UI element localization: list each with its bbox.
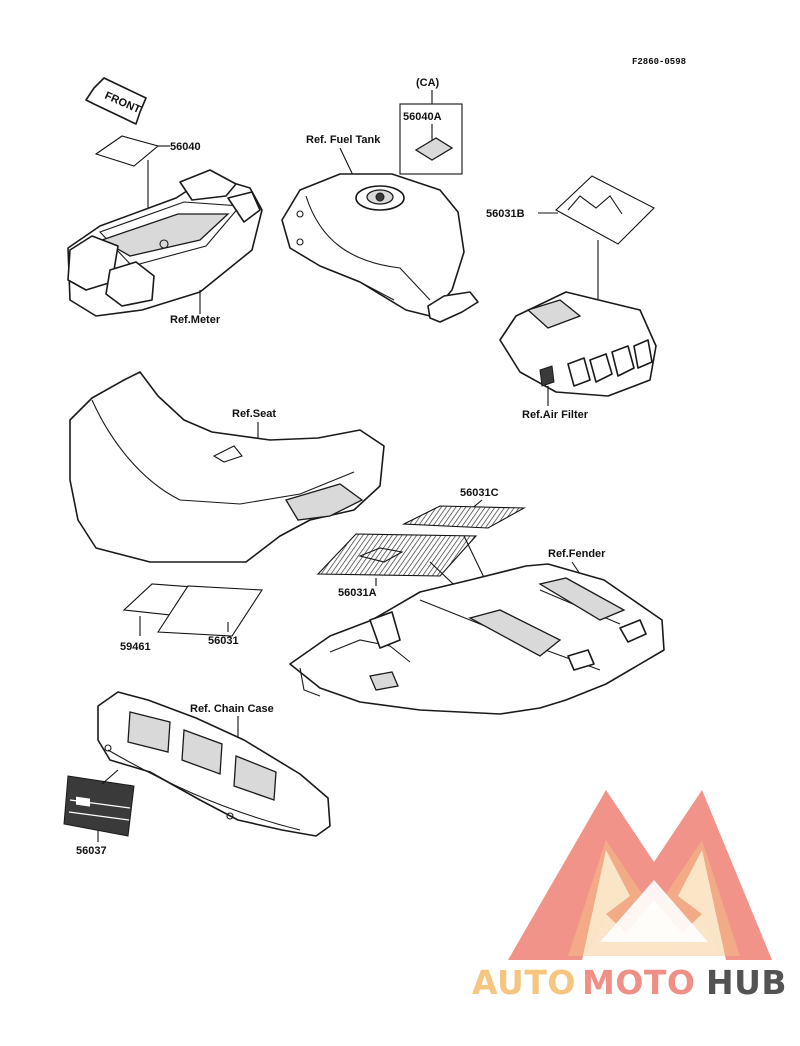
decal-56031b	[555, 175, 655, 245]
chain-case-assembly: Ref. Chain Case 56037	[63, 691, 331, 857]
callout-ref-air-filter: Ref.Air Filter	[522, 409, 589, 421]
decal-56031	[157, 585, 263, 637]
logo-word-auto: AUTO	[472, 963, 576, 1002]
ca-box	[399, 103, 463, 175]
meter-assembly: 56040 Ref.Meter	[67, 135, 263, 326]
callout-56040: 56040	[170, 141, 201, 153]
logo-word-moto: MOTO	[582, 963, 695, 1002]
decal-56040	[94, 135, 160, 167]
diagram-code: F2860-0598	[632, 57, 686, 67]
callout-ref-seat: Ref.Seat	[232, 408, 276, 420]
decal-56040a-group: (CA) 56040A	[399, 77, 463, 175]
callout-56040a: 56040A	[403, 111, 442, 123]
callout-ref-chain-case: Ref. Chain Case	[190, 703, 274, 715]
watermark-wordmark: AUTO MOTO HUB	[472, 963, 787, 1002]
callout-ref-fuel-tank: Ref. Fuel Tank	[306, 134, 381, 146]
fuel-tank-assembly: Ref. Fuel Tank	[281, 134, 479, 323]
callout-56031a: 56031A	[338, 587, 377, 599]
callout-ca: (CA)	[416, 77, 440, 89]
callout-56031c: 56031C	[460, 487, 499, 499]
decal-56040a	[414, 137, 454, 161]
logo-word-hub: HUB	[706, 963, 787, 1002]
watermark-logo	[508, 790, 772, 960]
callout-ref-meter: Ref.Meter	[170, 314, 221, 326]
fuel-tank-body	[281, 173, 465, 317]
fender-assembly: 56031C 56031A Ref.Fender	[289, 487, 665, 715]
decal-56037	[63, 775, 135, 837]
air-filter-assembly: 56031B Ref.Air Filter	[486, 175, 657, 421]
callout-56037: 56037	[76, 845, 107, 857]
logo-triangle-inner	[568, 840, 740, 956]
seat-decals: 59461 56031	[120, 583, 263, 653]
decal-56031c	[401, 505, 527, 529]
callout-56031b: 56031B	[486, 208, 525, 220]
seat-assembly: Ref.Seat	[69, 371, 385, 563]
front-arrow: FRONT	[85, 77, 147, 125]
seat-body	[69, 371, 385, 563]
callout-ref-fender: Ref.Fender	[548, 548, 606, 560]
callout-56031: 56031	[208, 635, 239, 647]
callout-59461: 59461	[120, 641, 151, 653]
